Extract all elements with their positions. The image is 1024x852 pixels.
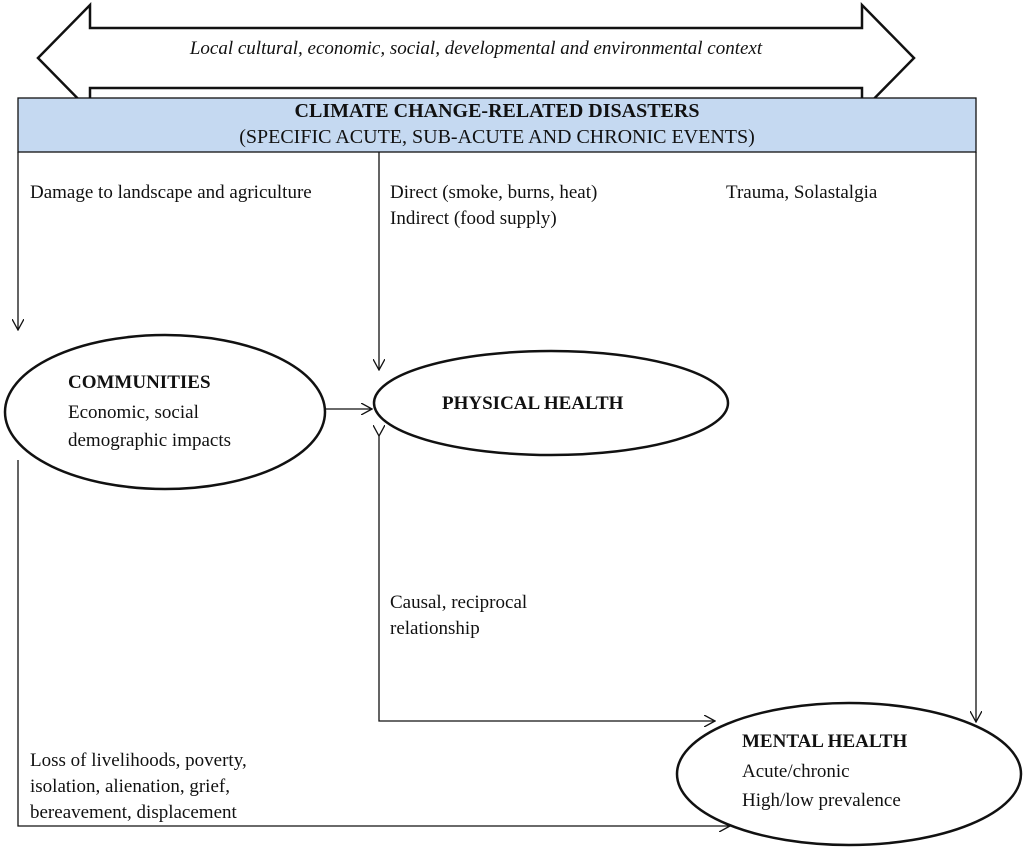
communities-title: COMMUNITIES [68,372,211,393]
physical-mental-reciprocal-arrow [379,436,715,721]
communities-line2: demographic impacts [68,430,232,451]
landscape-label: Damage to landscape and agriculture [30,182,312,203]
header-title: CLIMATE CHANGE-RELATED DISASTERS [294,100,700,122]
causal-label-line2: relationship [390,618,480,639]
causal-label-line1: Causal, reciprocal [390,592,528,613]
physical-health-title: PHYSICAL HEALTH [442,393,624,414]
communities-to-mental-arrow [17,460,730,826]
mental-health-title: MENTAL HEALTH [742,731,908,752]
communities-line1: Economic, social [68,402,199,423]
trauma-label: Trauma, Solastalgia [726,182,878,203]
header-band [17,97,977,153]
loss-label-line3: bereavement, displacement [30,802,237,823]
mental-health-line1: Acute/chronic [742,761,850,782]
header-subtitle: (SPECIFIC ACUTE, SUB-ACUTE AND CHRONIC E… [239,126,755,148]
context-double-arrow [36,1,916,115]
loss-label-line1: Loss of livelihoods, poverty, [30,750,247,771]
physical-health-node [372,349,730,457]
context-text: Local cultural, economic, social, develo… [189,38,763,59]
communities-node [3,333,327,491]
indirect-label: Indirect (food supply) [390,208,557,229]
mental-health-line2: High/low prevalence [742,790,901,811]
direct-label: Direct (smoke, burns, heat) [390,182,598,203]
loss-label-line2: isolation, alienation, grief, [30,776,230,797]
mental-health-node [675,701,1023,847]
